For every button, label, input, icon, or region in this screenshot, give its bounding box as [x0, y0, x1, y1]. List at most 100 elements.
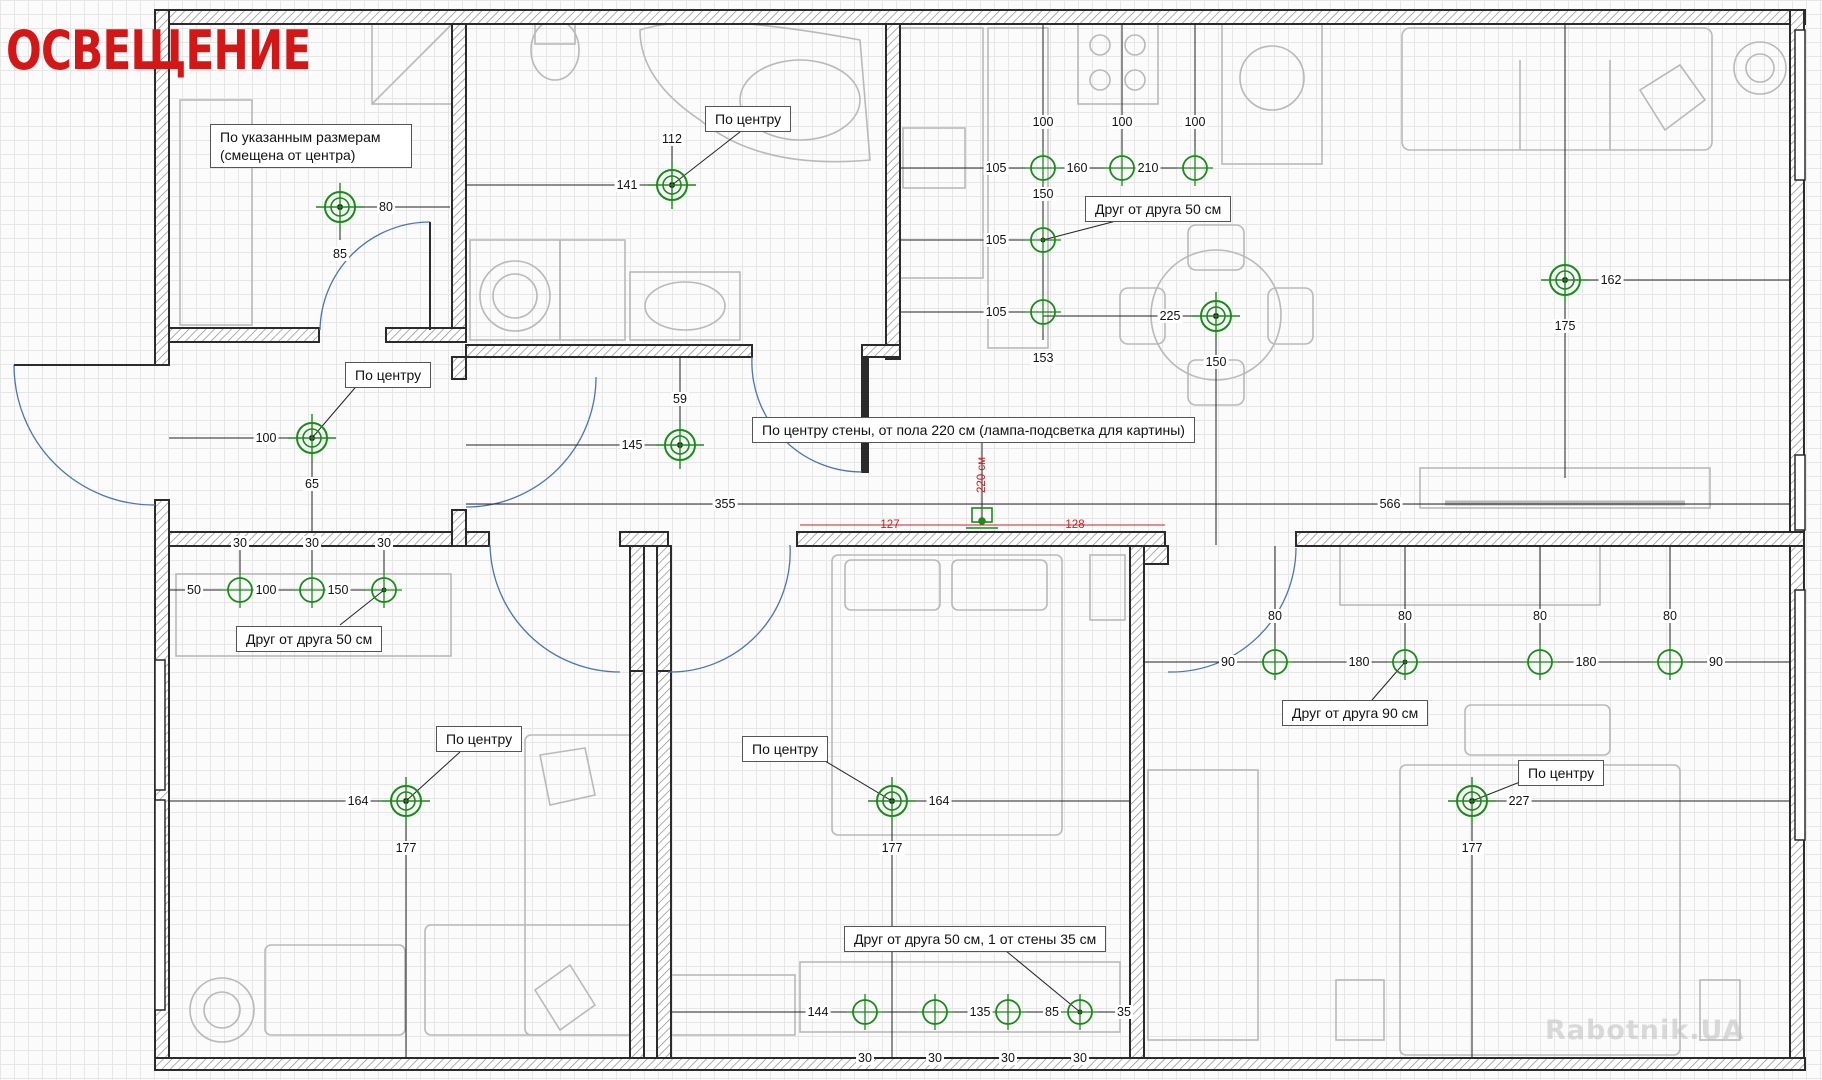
- dimension-label: 153: [1030, 351, 1056, 365]
- doors-layer: [13, 221, 1297, 673]
- dimension-label: 150: [1030, 187, 1056, 201]
- dimension-label: 85: [331, 247, 349, 261]
- dimension-label: 30: [1071, 1051, 1089, 1065]
- dimension-label: 112: [660, 132, 684, 146]
- windows-layer: [154, 29, 1806, 1011]
- callout-bedroom-1-spacing: Друг от друга 50 см: [236, 626, 383, 652]
- callout-bathroom-center: По центру: [705, 106, 792, 132]
- wall-lamp-icon: [966, 507, 998, 529]
- dimension-label: 144: [805, 1005, 831, 1019]
- fridge: [1221, 23, 1323, 165]
- washing-machine: [469, 239, 561, 341]
- floor-lamp: [189, 977, 255, 1043]
- ceiling-light-bathroom-icon: [648, 161, 696, 209]
- ceiling-light-bedroom-3-icon: [1448, 777, 1496, 825]
- spot-light-kitchen-2-icon: [1104, 150, 1140, 186]
- dimension-label: 566: [1377, 497, 1403, 511]
- dimension-label: 30: [926, 1051, 944, 1065]
- dimension-label: 141: [614, 178, 640, 192]
- dimension-label: 150: [1203, 355, 1229, 369]
- callout-bedroom-2-center: По центру: [742, 736, 829, 762]
- rug: [175, 573, 452, 657]
- callout-storage-offset: По указанным размерам (смещена от центра…: [210, 124, 412, 168]
- dimension-label: 80: [377, 200, 395, 214]
- dimension-label: 80: [1266, 609, 1284, 623]
- bed-bedroom-2: [831, 554, 1063, 836]
- callout-wall-lamp: По центру стены, от пола 220 см (лампа-п…: [752, 417, 1195, 443]
- dimension-label: 164: [345, 794, 371, 808]
- dimension-label: 175: [1552, 319, 1578, 333]
- wardrobe: [1339, 544, 1601, 606]
- living-sofa: [1401, 27, 1713, 151]
- bathroom-sink: [629, 271, 741, 341]
- callout-kitchen-spacing: Друг от друга 50 см: [1085, 196, 1232, 222]
- armchair: [264, 944, 406, 1036]
- dimension-label: 145: [619, 438, 645, 452]
- dimension-label: 355: [712, 497, 738, 511]
- dimension-label: 100: [253, 583, 279, 597]
- callout-hall-center: По центру: [345, 362, 432, 388]
- dimension-label: 85: [1043, 1005, 1061, 1019]
- dimension-label: 50: [185, 583, 203, 597]
- spot-light-bedroom-1-a-icon: [222, 572, 258, 608]
- spot-light-kitchen-3-icon: [1177, 150, 1213, 186]
- page-title: ОСВЕЩЕНИЕ: [6, 19, 311, 82]
- dimension-label: 80: [1531, 609, 1549, 623]
- ceiling-light-bedroom-1-icon: [382, 777, 430, 825]
- dimension-label: 65: [303, 477, 321, 491]
- dimension-label: 30: [856, 1051, 874, 1065]
- dimension-label: 210: [1135, 161, 1161, 175]
- spot-light-bedroom-3-b-icon: [1387, 644, 1423, 680]
- callout-bedroom-2-spacing: Друг от друга 50 см, 1 от стены 35 см: [844, 926, 1107, 952]
- stove: [1077, 23, 1159, 105]
- dimension-label: 177: [1459, 841, 1485, 855]
- callout-bedroom-3-spacing: Друг от друга 90 см: [1282, 700, 1429, 726]
- dimension-label: 90: [1707, 655, 1725, 669]
- bed-bedroom-3: [1399, 764, 1681, 1056]
- dimension-label: 90: [1219, 655, 1237, 669]
- closet: [1147, 769, 1259, 1041]
- spot-light-bedroom-2-a-icon: [847, 994, 883, 1030]
- desk: [799, 961, 1121, 1033]
- watermark-logo: Rabotnik.UA: [1545, 1015, 1745, 1046]
- ceiling-light-hall-icon: [288, 414, 336, 462]
- dimension-label: 225: [1157, 309, 1183, 323]
- spot-light-kitchen-4-icon: [1025, 222, 1061, 258]
- dimension-label: 177: [879, 841, 905, 855]
- callout-bedroom-3-center: По центру: [1518, 760, 1605, 786]
- dimension-label-red: 127: [880, 519, 900, 531]
- lights-layer: [222, 150, 1688, 1030]
- spot-light-bedroom-1-b-icon: [294, 572, 330, 608]
- dimension-label: 59: [671, 392, 689, 406]
- dimension-label: 35: [1115, 1005, 1133, 1019]
- dimension-label: 80: [1661, 609, 1679, 623]
- furniture-layer: [175, 19, 1787, 1056]
- toilet: [530, 19, 580, 81]
- ceiling-light-bedroom-2-icon: [868, 777, 916, 825]
- dimension-label: 105: [983, 305, 1009, 319]
- spot-light-bedroom-3-c-icon: [1522, 644, 1558, 680]
- spot-light-bedroom-2-c-icon: [990, 994, 1026, 1030]
- spot-light-bedroom-2-b-icon: [917, 994, 953, 1030]
- spot-light-kitchen-5-icon: [1025, 294, 1061, 330]
- dimension-label: 80: [1396, 609, 1414, 623]
- dimension-label: 105: [983, 161, 1009, 175]
- dimension-label: 100: [1030, 115, 1056, 129]
- dimension-label: 30: [231, 536, 249, 550]
- corner-sofa: [524, 734, 636, 1036]
- dimension-label: 180: [1346, 655, 1372, 669]
- dimension-label: 100: [253, 431, 279, 445]
- spot-light-bedroom-2-d-icon: [1062, 994, 1098, 1030]
- dimension-label: 100: [1109, 115, 1135, 129]
- dimension-label: 100: [1182, 115, 1208, 129]
- spot-light-kitchen-1-icon: [1025, 150, 1061, 186]
- spot-light-bedroom-3-d-icon: [1652, 644, 1688, 680]
- dimension-label-red: 220 см: [976, 456, 988, 494]
- dimension-label: 30: [303, 536, 321, 550]
- storage-cabinet: [179, 99, 253, 326]
- spot-light-bedroom-1-c-icon: [366, 572, 402, 608]
- dimension-label: 164: [926, 794, 952, 808]
- dimension-label: 30: [999, 1051, 1017, 1065]
